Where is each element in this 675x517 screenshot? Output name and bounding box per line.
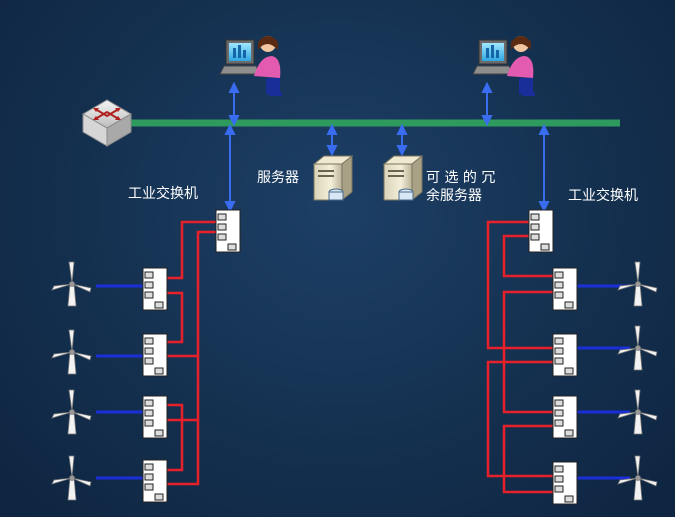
industrial-switch-icon[interactable]: [528, 209, 554, 253]
wind-turbine-icon[interactable]: [51, 329, 92, 375]
turbines: [51, 261, 658, 501]
industrial-switch-icon[interactable]: [552, 333, 578, 377]
wind-turbine-icon[interactable]: [617, 261, 658, 307]
industrial-switch-icon[interactable]: [142, 267, 168, 311]
label-server: 服务器: [257, 170, 299, 186]
label-redundant-server-1: 可 选 的 冗: [426, 170, 496, 186]
label-redundant-server-2: 余服务器: [426, 188, 482, 204]
uplinks: [224, 81, 550, 213]
industrial-switch-icon[interactable]: [552, 395, 578, 439]
fiber-ring-left: [167, 220, 216, 486]
workstation-operator-icon[interactable]: [472, 36, 535, 96]
wind-turbine-icon[interactable]: [51, 455, 92, 501]
fiber-ring-right: [486, 220, 553, 494]
arrow-head: [228, 81, 240, 93]
server-icon[interactable]: [312, 154, 354, 202]
wind-turbine-icon[interactable]: [617, 325, 658, 371]
industrial-switch-icon[interactable]: [215, 209, 241, 253]
label-switch-right: 工业交换机: [568, 188, 638, 204]
industrial-switch-icon[interactable]: [552, 267, 578, 311]
wind-turbine-icon[interactable]: [51, 261, 92, 307]
industrial-switch-icon[interactable]: [142, 459, 168, 503]
wind-turbine-icon[interactable]: [51, 389, 92, 435]
workstation-operator-icon[interactable]: [219, 36, 282, 96]
wind-turbine-icon[interactable]: [617, 455, 658, 501]
arrow-head: [481, 81, 493, 93]
arrow-head: [538, 201, 550, 213]
wind-turbine-icon[interactable]: [617, 389, 658, 435]
server-icon[interactable]: [382, 154, 424, 202]
arrow-head: [396, 123, 408, 135]
arrow-head: [326, 145, 338, 157]
arrow-head: [224, 123, 236, 135]
arrow-head: [326, 123, 338, 135]
arrow-head: [538, 123, 550, 135]
arrow-head: [481, 115, 493, 127]
label-switch-left: 工业交换机: [128, 186, 198, 202]
switches: [142, 209, 578, 505]
turbine-links: [96, 284, 630, 480]
arrow-head: [224, 201, 236, 213]
arrow-head: [228, 115, 240, 127]
arrow-head: [396, 145, 408, 157]
industrial-switch-icon[interactable]: [552, 461, 578, 505]
industrial-switch-icon[interactable]: [142, 395, 168, 439]
router-icon[interactable]: [82, 99, 132, 147]
industrial-switch-icon[interactable]: [142, 333, 168, 377]
